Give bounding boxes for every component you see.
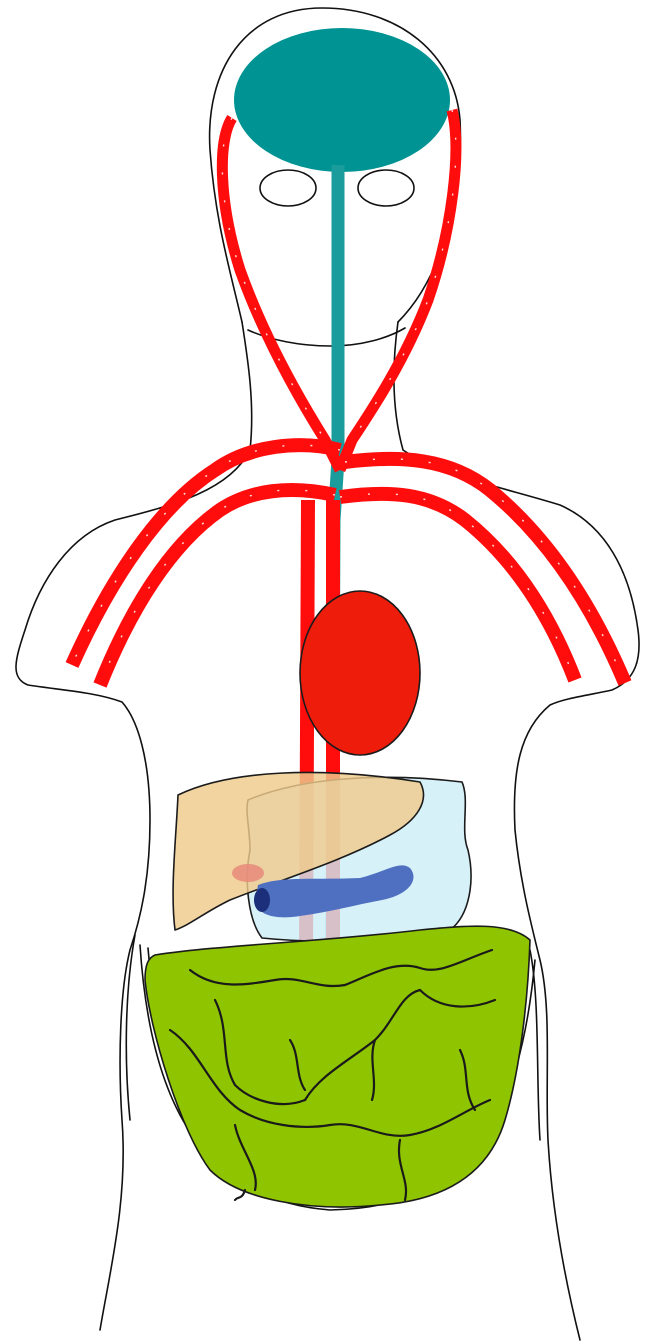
left-eye	[260, 170, 316, 206]
intestines	[145, 926, 530, 1207]
gallbladder	[232, 864, 264, 882]
heart	[300, 591, 420, 755]
brain	[234, 28, 450, 172]
pancreas-head	[254, 888, 270, 912]
lower-left-arm-artery	[100, 490, 335, 685]
right-side-outline-2	[530, 950, 540, 1140]
upper-left-arm-artery	[72, 445, 340, 665]
right-eye	[358, 170, 414, 206]
